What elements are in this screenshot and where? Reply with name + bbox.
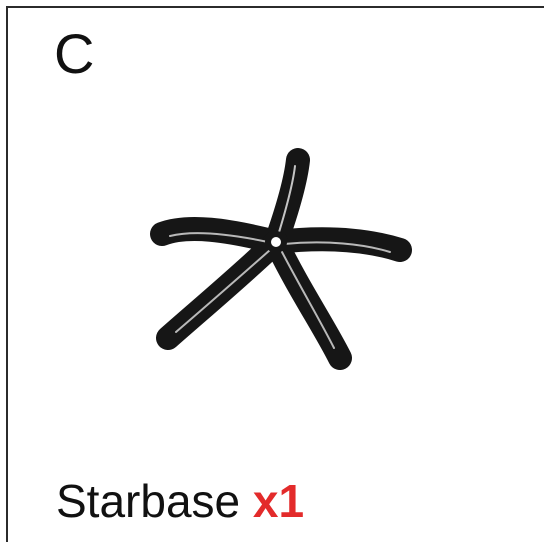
unit-card: C Starbase x1 bbox=[6, 6, 544, 542]
card-label: Starbase bbox=[56, 475, 241, 527]
card-caption: Starbase x1 bbox=[56, 478, 304, 524]
card-count: x1 bbox=[252, 475, 305, 527]
card-letter: C bbox=[54, 22, 95, 85]
starfish-icon bbox=[150, 148, 412, 370]
